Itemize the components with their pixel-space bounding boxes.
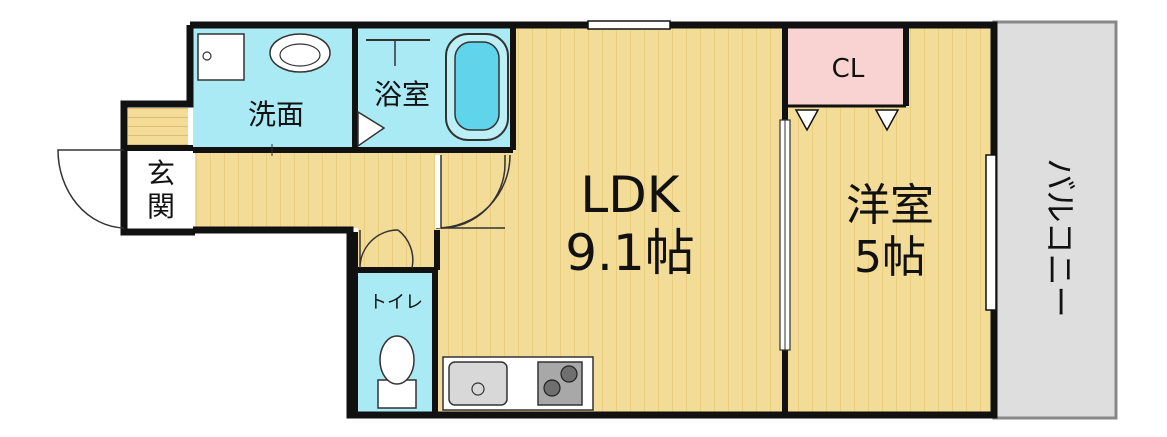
- ldk-size-label: 9.1帖: [565, 224, 695, 282]
- ldk-label: LDK: [580, 166, 680, 224]
- washing-machine-pan: [197, 33, 245, 81]
- western-size-label: 5帖: [854, 232, 926, 283]
- window-top: [587, 20, 671, 30]
- balcony-label: バルコニー: [1041, 158, 1079, 318]
- balcony-area: [992, 20, 1118, 420]
- entrance-label-top: 玄: [146, 157, 175, 190]
- toilet-label: トイレ: [369, 292, 423, 313]
- entrance-floor: [128, 150, 193, 228]
- closet-area: [788, 28, 906, 106]
- western-label: 洋室: [846, 180, 934, 231]
- washroom-label: 洗面: [247, 98, 304, 131]
- bathroom-label: 浴室: [373, 78, 430, 111]
- closet-label: CL: [831, 54, 865, 84]
- hallway-floor: [195, 150, 437, 228]
- shoe-cabinet: [128, 108, 188, 148]
- window-balcony: [985, 154, 997, 311]
- entrance-label-bottom: 関: [146, 190, 175, 223]
- toilet-bowl: [379, 335, 415, 385]
